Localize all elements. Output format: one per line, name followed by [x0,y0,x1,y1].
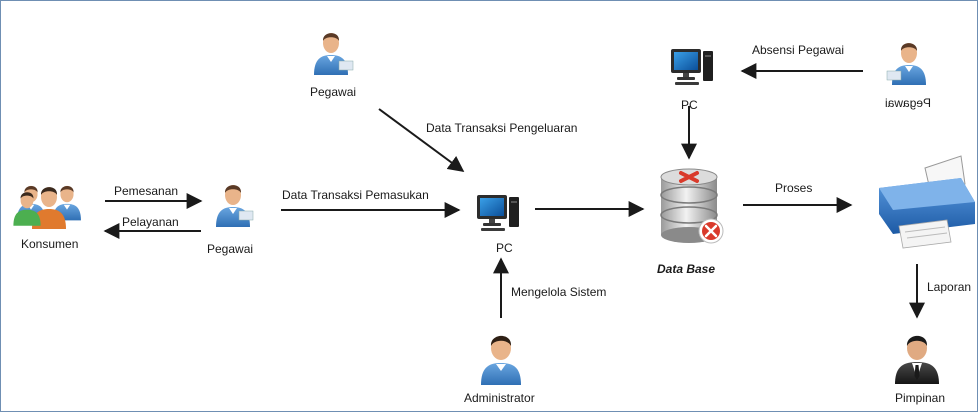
people-group-icon [13,185,81,229]
label-pelayanan: Pelayanan [122,215,179,229]
label-pemesanan: Pemesanan [114,184,179,198]
label-konsumen: Konsumen [21,237,79,251]
printer-icon [879,155,975,249]
database-icon [660,168,724,244]
label-pimpinan: Pimpinan [895,391,946,405]
person-icon-administrator [481,335,521,385]
label-pc-center: PC [496,241,513,255]
label-administrator: Administrator [464,391,535,405]
label-database: Data Base [657,262,716,276]
label-pegawai-top: Pegawai [310,85,357,99]
label-pegawai-right: Pegawai [885,96,931,110]
person-icon-pegawai-right [886,43,926,85]
label-pemasukan: Data Transaksi Pemasukan [282,188,429,202]
label-proses: Proses [775,181,813,195]
computer-icon-center [477,195,519,231]
person-icon-pegawai-top [314,33,354,75]
manager-icon [895,335,939,384]
flow-arrows [103,63,925,319]
label-pengeluaran: Data Transaksi Pengeluaran [426,121,578,135]
computer-icon-top [671,49,713,85]
label-laporan: Laporan [927,280,972,294]
label-pegawai-main: Pegawai [207,242,254,256]
label-pc-top: PC [681,98,698,112]
arrow-pengeluaran [378,108,465,172]
label-pegawai-right-text: Pegawai [885,96,932,110]
person-icon-pegawai-main [216,185,254,227]
label-mengelola: Mengelola Sistem [511,285,607,299]
label-absensi: Absensi Pegawai [752,43,845,57]
